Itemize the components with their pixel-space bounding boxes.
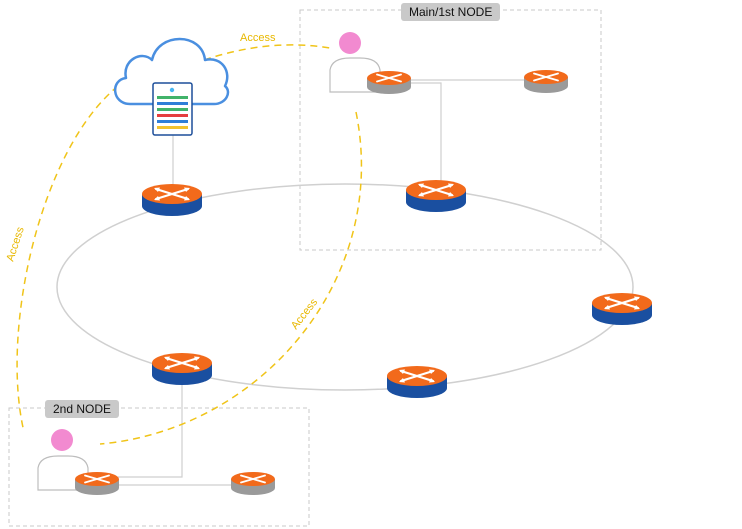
- access-link-mid: [99, 111, 363, 445]
- router-icon-core-4: [385, 364, 449, 400]
- access-link-left: [16, 85, 119, 433]
- access-link-top: [203, 44, 331, 61]
- cloud-server-icon: [114, 37, 230, 136]
- backbone-ring: [56, 183, 634, 391]
- second-node-box: [8, 407, 310, 527]
- access-label-top: Access: [240, 32, 276, 44]
- router-icon-core-3: [590, 291, 654, 327]
- access-label-mid: Access: [289, 296, 321, 332]
- router-icon-edge-second-1: [74, 471, 120, 496]
- router-icon-core-5: [150, 351, 214, 387]
- second-node-label: 2nd NODE: [45, 400, 120, 418]
- access-links: [16, 44, 363, 445]
- access-label-left: Access: [4, 225, 27, 263]
- router-icon-edge-second-2: [230, 471, 276, 496]
- router-icon-core-2: [404, 178, 468, 214]
- router-icon-edge-main-2: [523, 69, 569, 94]
- router-icon-edge-main-1: [366, 70, 412, 95]
- main-node-label: Main/1st NODE: [401, 3, 501, 21]
- connectors: [118, 79, 524, 486]
- router-icon-core-1: [140, 182, 204, 218]
